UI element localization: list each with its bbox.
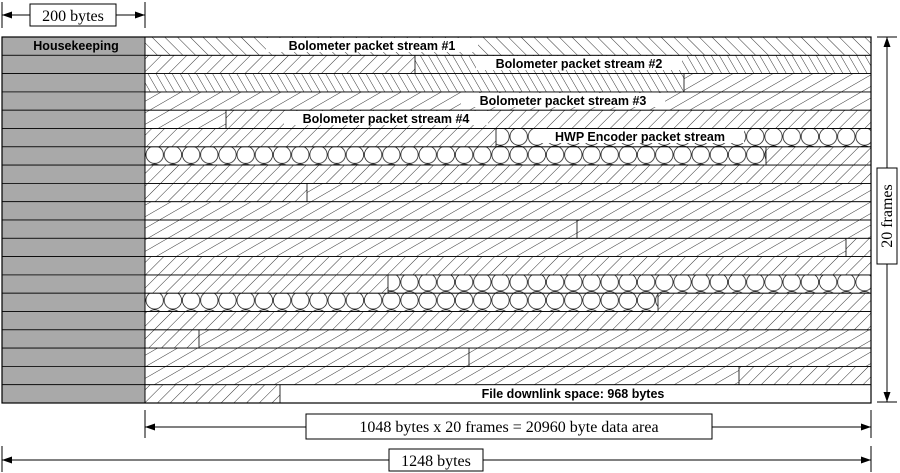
data-area-dimension: 1048 bytes x 20 frames = 20960 byte data… [144,410,872,440]
packet-segment [145,55,415,74]
packet-segment [145,238,846,257]
housekeeping-cell [1,311,146,331]
bolometer-stream-3-label: Bolometer packet stream #3 [480,94,647,108]
packet-segment [145,329,199,349]
stream-labels: Housekeeping Bolometer packet stream #1 … [33,38,744,401]
total-width-dimension-label: 1248 bytes [401,453,471,470]
housekeeping-cell [1,128,146,148]
packet-segment [145,220,577,239]
packet-segment [469,348,871,367]
packet-segment [145,37,871,56]
housekeeping-cell [1,91,146,111]
packet-segment [280,384,871,403]
frame-grid [1,36,872,404]
housekeeping-cell [1,347,146,367]
side-dimension: 20 frames [876,36,898,403]
housekeeping-cell [1,109,146,129]
packet-segment [739,366,871,385]
housekeeping-cell [1,73,146,93]
housekeeping-cell [1,182,146,203]
housekeeping-cell [1,329,146,349]
bolometer-stream-1-label: Bolometer packet stream #1 [289,39,456,53]
housekeeping-cell [1,365,146,386]
bolometer-stream-4-label: Bolometer packet stream #4 [303,112,470,126]
file-downlink-label: File downlink space: 968 bytes [482,387,665,401]
hwp-encoder-stream-label: HWP Encoder packet stream [555,130,725,144]
packet-segment [145,256,871,275]
housekeeping-cell [1,274,146,294]
housekeeping-cell [1,237,146,258]
housekeeping-cell [1,384,146,404]
packet-segment [145,146,766,166]
housekeeping-cell [1,256,146,276]
packet-fill-area [145,37,871,403]
packet-segment [145,165,871,184]
packet-segment [145,384,280,403]
packet-segment [658,293,871,312]
packet-segment [145,366,739,385]
housekeeping-column [1,36,146,404]
packet-segment [145,348,469,367]
housekeeping-cell [1,54,146,74]
packet-segment [577,220,871,239]
packet-segment [145,293,658,312]
packet-segment [145,274,388,294]
packet-segment [145,311,871,330]
top-dimension: 200 bytes [1,2,146,28]
housekeeping-label: Housekeeping [33,39,118,53]
packet-segment [145,73,684,92]
packet-segment [846,238,871,257]
packet-segment [307,183,871,202]
packet-segment [388,274,871,294]
packet-segment [145,128,496,147]
packet-segment [145,201,871,220]
packet-segment [145,183,307,202]
packet-segment [766,146,871,166]
housekeeping-cell [1,201,146,221]
data-area-dimension-label: 1048 bytes x 20 frames = 20960 byte data… [359,419,658,436]
packet-segment [145,110,226,129]
bolometer-stream-2-label: Bolometer packet stream #2 [496,57,663,71]
housekeeping-cell [1,292,146,312]
top-dimension-label: 200 bytes [42,8,104,25]
frame-outline [1,36,872,404]
housekeeping-cell [1,164,146,184]
side-dimension-label: 20 frames [879,184,896,248]
housekeeping-cell [1,219,146,239]
packet-segment [684,73,871,92]
housekeeping-cell [1,146,146,166]
packet-segment [199,329,871,349]
total-width-dimension: 1248 bytes [1,446,872,472]
